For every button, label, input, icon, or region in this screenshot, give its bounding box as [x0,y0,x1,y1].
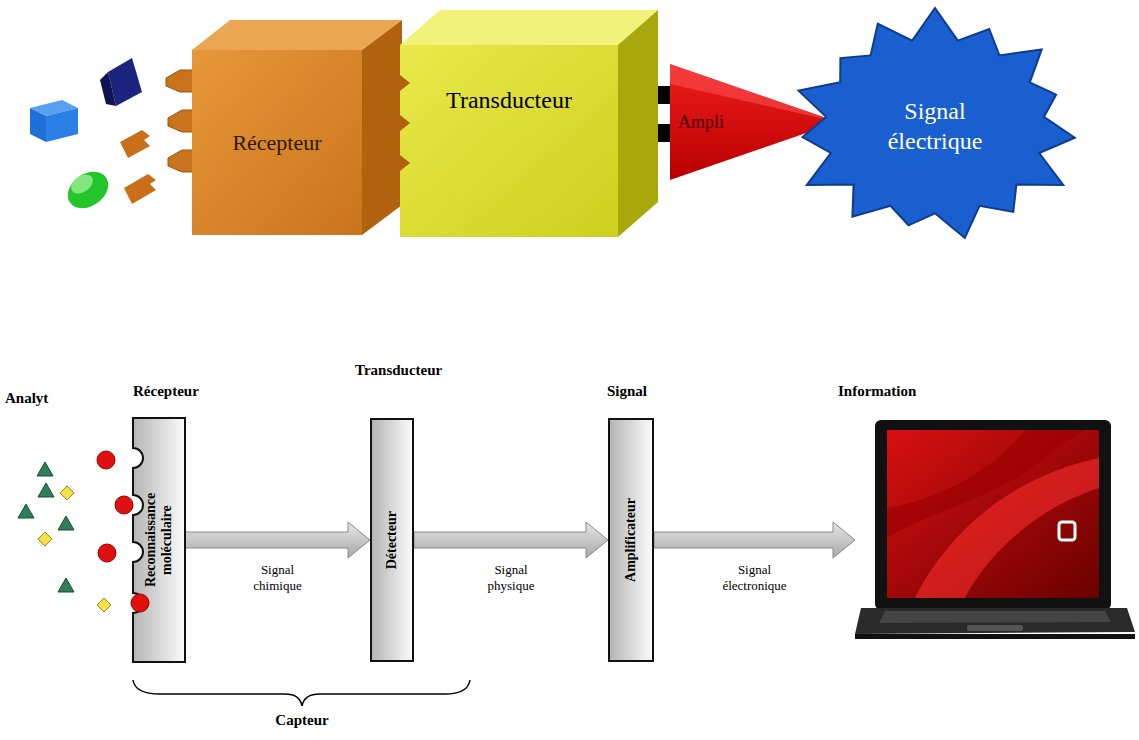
arrow-label: Signal physique [472,562,550,593]
text-area: Transducteur [404,65,614,135]
signal-box: Reconnaissance moléculaire [133,418,185,662]
arrow-label: Signal chimique [239,562,317,593]
box-heading: Transducteur [355,362,442,379]
block-label: Transducteur [446,85,572,115]
box-heading: Récepteur [133,383,199,400]
box-label: Reconnaissance moléculaire [143,475,175,605]
block-label: Récepteur [232,129,321,157]
block-arrow [414,522,608,558]
amplifier-triangle: Ampli [670,64,838,180]
analyte-heading: Analyt [5,390,48,407]
laptop-illustration [855,418,1135,643]
amplifier-box: SignalAmplificateur [607,383,667,664]
detector-box: TransducteurDétecteur [355,362,475,664]
signal-box: Amplificateur [608,418,654,662]
block-shape [785,6,1085,246]
receptor-box-outline [133,418,185,662]
starburst [799,8,1075,238]
molecule-shapes [30,58,156,216]
text-area: Signal électrique [865,76,1005,176]
box-heading: Information [838,383,916,400]
sensor-label: Capteur [275,712,328,729]
arrow-label: Signal électronique [716,562,794,593]
block-shape [192,20,402,235]
text-area: Ampli [678,108,748,136]
analyte-molecules [18,451,133,612]
text-area: Récepteur [192,50,362,235]
block-arrow [654,522,855,558]
block-arrow [185,522,370,558]
box-label: Détecteur [384,511,400,569]
block-shape [400,5,658,237]
computer-node: Information [838,383,1135,645]
capteur-brace [133,680,470,706]
box-label: Amplificateur [623,498,639,582]
transducer-block: Transducteur [400,5,658,237]
block-label: Ampli [678,111,724,134]
receptor-block: Récepteur [192,20,402,235]
receptor-box: RécepteurReconnaissance moléculaire [133,383,193,664]
box-heading: Signal [607,383,647,400]
signal-box: Détecteur [370,418,414,662]
block-label: Signal électrique [865,96,1005,156]
signal-starburst: Signal électrique [785,6,1085,246]
bound-analyte [131,594,149,612]
